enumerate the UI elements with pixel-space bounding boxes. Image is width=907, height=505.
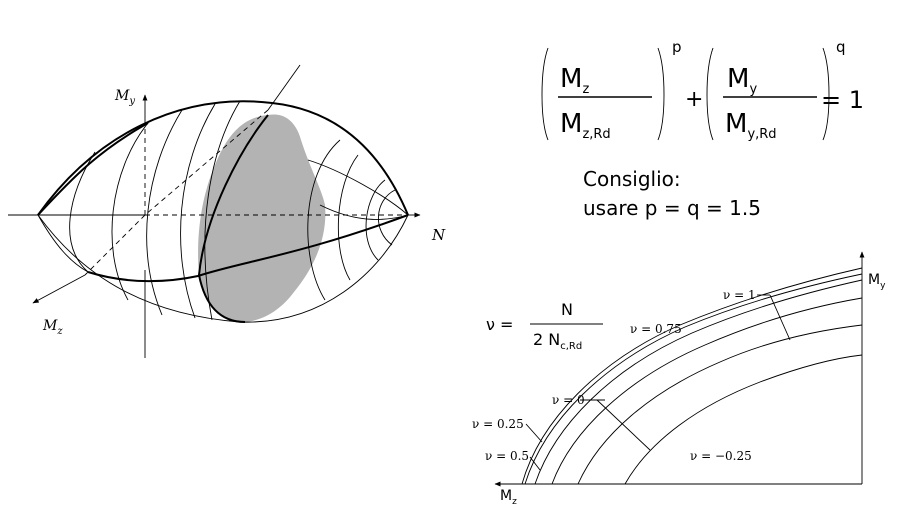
equals-one: = 1: [821, 86, 864, 114]
right-paren-2: [822, 47, 830, 141]
meridian-6: [307, 139, 341, 301]
diagonal-axis-upper: [267, 64, 301, 111]
nu-numerator: N: [561, 300, 573, 319]
surface-ridge-lower: [87, 214, 409, 283]
nu-definition: ν = N 2 Nc,Rd: [486, 300, 603, 352]
chart-axis-label-my: My: [868, 272, 886, 291]
curve-inner: [624, 354, 863, 485]
plus-sign: +: [685, 87, 703, 112]
label-nu-1: ν = 1: [723, 288, 756, 302]
meridian-5: [204, 100, 241, 321]
axis-label-my: My: [114, 88, 135, 107]
axis-label-mz: Mz: [42, 318, 63, 337]
right-paren-1: [657, 47, 665, 141]
curve-outer-b: [524, 273, 863, 485]
meridian-section-edge: [197, 114, 269, 323]
surface-contour-left: [37, 214, 89, 273]
axis-label-n: N: [431, 226, 446, 244]
fraction2-denominator: My,Rd: [725, 109, 777, 142]
interaction-curves-chart: My Mz ν = 1 ν = 0.75 ν = 0 ν = 0.25 ν = …: [472, 251, 886, 505]
nu-denominator: 2 Nc,Rd: [533, 330, 582, 352]
chart-axis-label-mz: Mz: [500, 488, 517, 505]
label-nu-025: ν = 0.25: [472, 417, 524, 431]
surface-contour-right: [319, 204, 409, 220]
mz-axis-arrow: [32, 274, 86, 304]
curve-outer-a: [521, 267, 863, 485]
curve-outer-c: [534, 279, 863, 485]
leader-nu-025: [525, 423, 543, 443]
exponent-q: q: [836, 38, 846, 56]
leader-nu-0-diag: [596, 399, 651, 451]
advice-line-1: Consiglio:: [583, 167, 681, 191]
advice-line-2: usare p = q = 1.5: [583, 196, 761, 220]
label-nu-05: ν = 0.5: [485, 449, 529, 463]
advice-text: Consiglio: usare p = q = 1.5: [583, 167, 761, 220]
interaction-formula: Mz Mz,Rd p + My My,Rd q = 1: [541, 38, 864, 142]
curve-mid-1: [551, 297, 863, 485]
leader-nu-05: [529, 456, 541, 471]
label-nu-075: ν = 0.75: [630, 322, 682, 336]
fraction1-denominator: Mz,Rd: [560, 109, 611, 142]
left-paren-2: [706, 47, 714, 141]
interaction-surface-3d: N My Mz: [8, 64, 446, 358]
label-nu-neg025: ν = −0.25: [690, 449, 752, 463]
meridian-8: [365, 179, 386, 261]
meridian-9: [377, 189, 396, 246]
meridian-2: [111, 122, 149, 301]
meridian-4: [180, 103, 216, 319]
shaded-cross-section: [198, 114, 326, 322]
fraction2-numerator: My: [727, 64, 757, 97]
mz-axis-dashed: [84, 214, 146, 276]
nu-lhs: ν =: [486, 315, 513, 334]
meridian-3: [146, 109, 183, 316]
label-nu-0: ν = 0: [552, 393, 585, 407]
left-paren-1: [541, 47, 549, 141]
leader-nu-1-diag: [769, 294, 791, 341]
exponent-p: p: [672, 38, 682, 56]
surface-outline-upper: [37, 100, 409, 216]
meridian-7: [337, 154, 359, 281]
curve-mid-2: [577, 324, 863, 485]
fraction1-numerator: Mz: [560, 64, 589, 97]
surface-contour-mid: [307, 159, 409, 216]
meridian-1: [69, 151, 96, 273]
surface-ridge-upper: [37, 122, 149, 216]
